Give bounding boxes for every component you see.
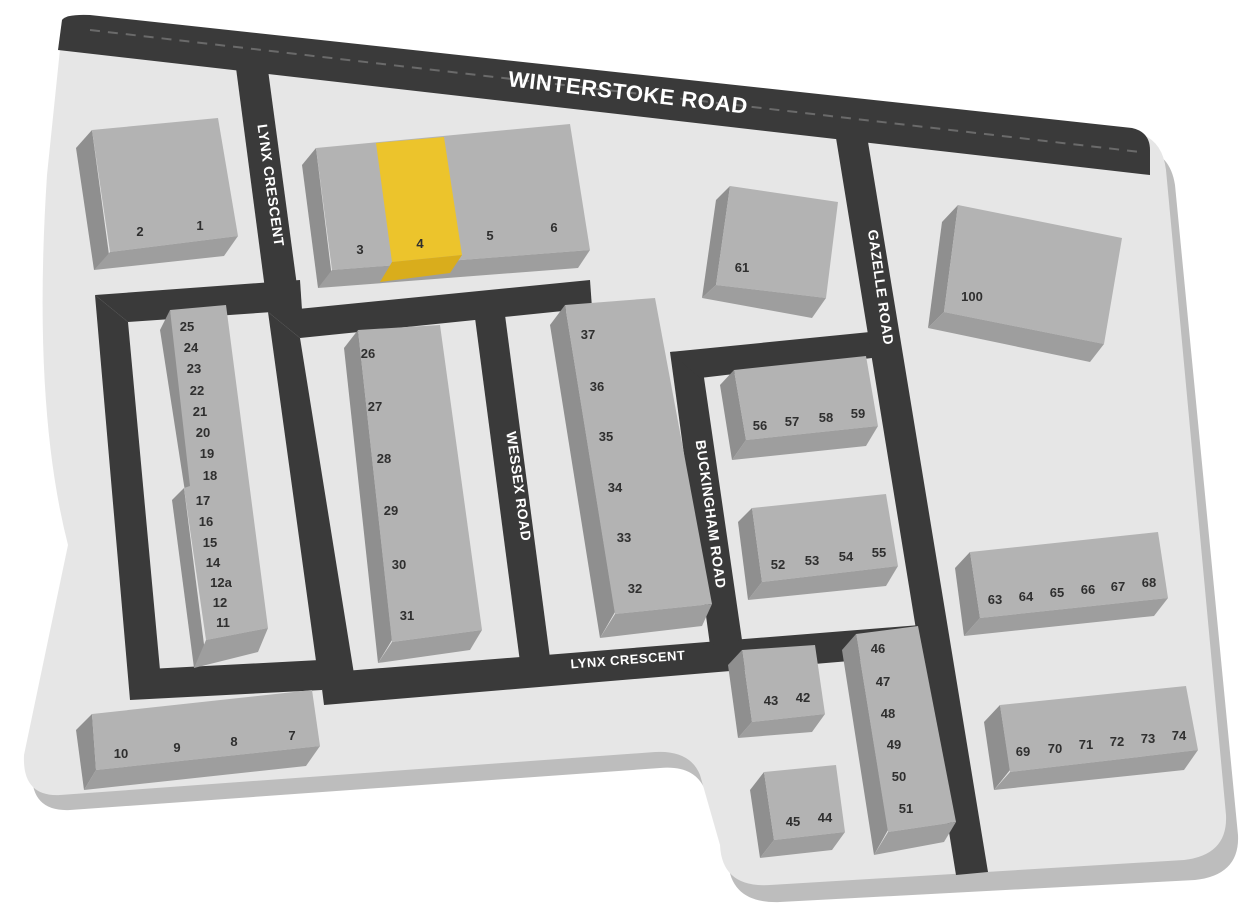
unit-label-72[interactable]: 72: [1110, 734, 1124, 749]
unit-label-28[interactable]: 28: [377, 451, 391, 466]
unit-label-50[interactable]: 50: [892, 769, 906, 784]
unit-label-18[interactable]: 18: [203, 468, 217, 483]
unit-label-48[interactable]: 48: [881, 706, 895, 721]
unit-label-53[interactable]: 53: [805, 553, 819, 568]
unit-label-68[interactable]: 68: [1142, 575, 1156, 590]
building-3-6: [302, 124, 590, 288]
unit-label-49[interactable]: 49: [887, 737, 901, 752]
unit-label-19[interactable]: 19: [200, 446, 214, 461]
unit-label-15[interactable]: 15: [203, 535, 217, 550]
building-44-45: [750, 765, 845, 858]
unit-label-32[interactable]: 32: [628, 581, 642, 596]
unit-label-25[interactable]: 25: [180, 319, 194, 334]
unit-label-46[interactable]: 46: [871, 641, 885, 656]
unit-label-12a[interactable]: 12a: [210, 575, 232, 590]
unit-label-24[interactable]: 24: [184, 340, 199, 355]
unit-label-9[interactable]: 9: [173, 740, 180, 755]
unit-label-64[interactable]: 64: [1019, 589, 1034, 604]
unit-4-highlight[interactable]: [376, 137, 462, 262]
unit-label-20[interactable]: 20: [196, 425, 210, 440]
unit-label-70[interactable]: 70: [1048, 741, 1062, 756]
unit-labels: 1 2 3 4 5 6 61 100 25 24 23 22 21 20 19 …: [114, 218, 1187, 829]
road-network: [95, 68, 988, 875]
unit-label-8[interactable]: 8: [230, 734, 237, 749]
unit-label-4[interactable]: 4: [416, 236, 424, 251]
unit-label-37[interactable]: 37: [581, 327, 595, 342]
building-61: [702, 186, 838, 318]
unit-label-42[interactable]: 42: [796, 690, 810, 705]
unit-label-73[interactable]: 73: [1141, 731, 1155, 746]
unit-label-66[interactable]: 66: [1081, 582, 1095, 597]
unit-label-58[interactable]: 58: [819, 410, 833, 425]
unit-label-63[interactable]: 63: [988, 592, 1002, 607]
building-11-25: [160, 305, 268, 668]
unit-label-100[interactable]: 100: [961, 289, 983, 304]
building-100: [928, 205, 1122, 362]
building-32-37: [550, 298, 712, 638]
unit-label-65[interactable]: 65: [1050, 585, 1064, 600]
unit-label-61[interactable]: 61: [735, 260, 749, 275]
unit-label-1[interactable]: 1: [196, 218, 203, 233]
unit-label-23[interactable]: 23: [187, 361, 201, 376]
unit-label-35[interactable]: 35: [599, 429, 613, 444]
unit-label-44[interactable]: 44: [818, 810, 833, 825]
building-52-55: [738, 494, 898, 600]
unit-label-43[interactable]: 43: [764, 693, 778, 708]
unit-label-54[interactable]: 54: [839, 549, 854, 564]
unit-label-34[interactable]: 34: [608, 480, 623, 495]
unit-label-21[interactable]: 21: [193, 404, 207, 419]
unit-label-67[interactable]: 67: [1111, 579, 1125, 594]
unit-label-11[interactable]: 11: [216, 615, 230, 630]
unit-label-7[interactable]: 7: [288, 728, 295, 743]
unit-label-51[interactable]: 51: [899, 801, 913, 816]
unit-label-55[interactable]: 55: [872, 545, 886, 560]
unit-label-27[interactable]: 27: [368, 399, 382, 414]
unit-label-71[interactable]: 71: [1079, 737, 1093, 752]
building-7-10: [76, 690, 320, 790]
unit-label-36[interactable]: 36: [590, 379, 604, 394]
unit-label-6[interactable]: 6: [550, 220, 557, 235]
unit-label-69[interactable]: 69: [1016, 744, 1030, 759]
unit-label-52[interactable]: 52: [771, 557, 785, 572]
unit-label-30[interactable]: 30: [392, 557, 406, 572]
unit-label-3[interactable]: 3: [356, 242, 363, 257]
unit-label-16[interactable]: 16: [199, 514, 213, 529]
unit-label-26[interactable]: 26: [361, 346, 375, 361]
unit-label-31[interactable]: 31: [400, 608, 414, 623]
building-56-59: [720, 356, 878, 460]
unit-label-12[interactable]: 12: [213, 595, 227, 610]
building-42-43: [728, 645, 825, 738]
building-26-31: [344, 325, 482, 663]
unit-label-14[interactable]: 14: [206, 555, 221, 570]
unit-label-74[interactable]: 74: [1172, 728, 1187, 743]
unit-label-33[interactable]: 33: [617, 530, 631, 545]
unit-label-56[interactable]: 56: [753, 418, 767, 433]
unit-label-2[interactable]: 2: [136, 224, 143, 239]
unit-label-17[interactable]: 17: [196, 493, 210, 508]
building-63-68: [955, 532, 1168, 636]
unit-label-57[interactable]: 57: [785, 414, 799, 429]
unit-label-5[interactable]: 5: [486, 228, 493, 243]
building-46-51: [842, 626, 956, 855]
unit-label-22[interactable]: 22: [190, 383, 204, 398]
unit-label-10[interactable]: 10: [114, 746, 128, 761]
unit-label-59[interactable]: 59: [851, 406, 865, 421]
building-69-74: [984, 686, 1198, 790]
unit-label-45[interactable]: 45: [786, 814, 800, 829]
unit-label-47[interactable]: 47: [876, 674, 890, 689]
building-1-2: [76, 118, 238, 270]
unit-label-29[interactable]: 29: [384, 503, 398, 518]
